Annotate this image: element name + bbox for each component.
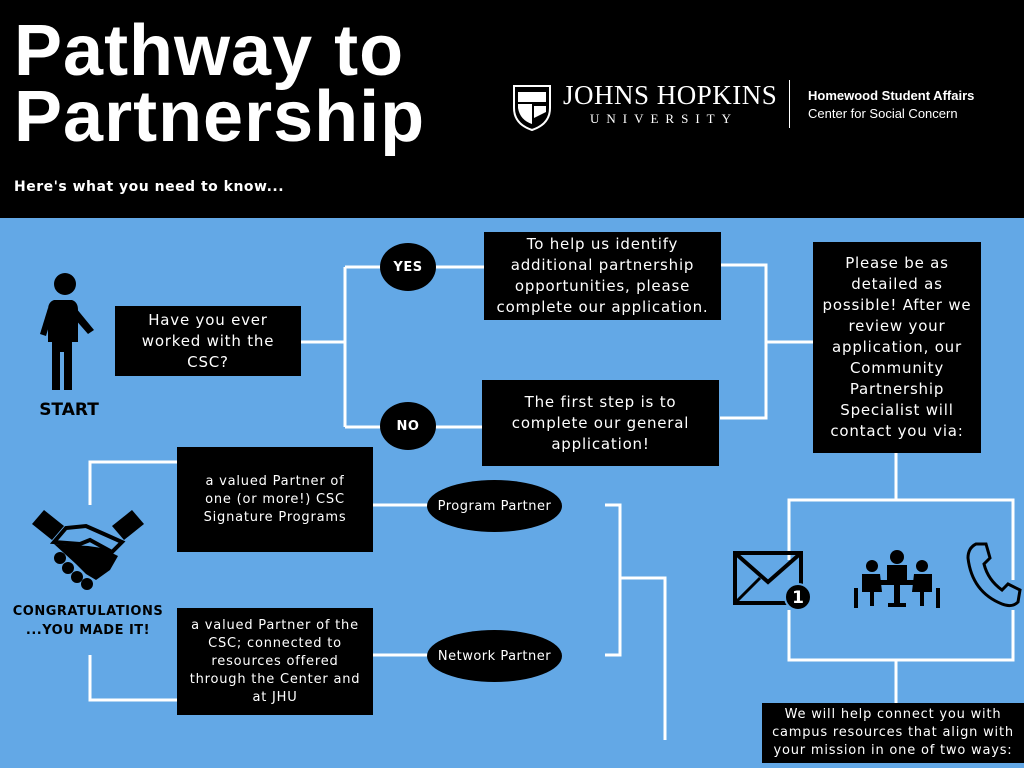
jhu-shield-icon (513, 85, 551, 132)
dept-name: Homewood Student Affairs (808, 88, 975, 103)
mail-badge: 1 (792, 588, 804, 608)
detail-text-box: Please be as detailed as possible! After… (813, 242, 981, 453)
page-title: Pathway to Partnership (14, 11, 426, 157)
question-box: Have you ever worked with the CSC? (115, 306, 301, 376)
meeting-icon (854, 550, 940, 608)
header: Pathway to Partnership Here's what you n… (0, 0, 1024, 218)
center-name: Center for Social Concern (808, 106, 958, 121)
congrats-label: CONGRATULATIONS ...YOU MADE IT! (0, 602, 176, 640)
congrats-line-2: ...YOU MADE IT! (25, 623, 151, 638)
university-sub: UNIVERSITY (590, 111, 738, 126)
envelope-icon: 1 (733, 551, 812, 611)
yes-text-box: To help us identify additional partnersh… (484, 232, 721, 320)
logo-divider (789, 80, 790, 128)
title-line-1: Pathway to (14, 11, 405, 91)
no-text-box: The first step is to complete our genera… (482, 380, 719, 466)
no-oval: NO (380, 402, 436, 450)
network-partner-oval: Network Partner (427, 630, 562, 682)
congrats-line-1: CONGRATULATIONS (12, 604, 164, 619)
start-label: START (39, 400, 99, 420)
handshake-icon (32, 510, 144, 590)
network-text-box: a valued Partner of the CSC; connected t… (177, 608, 373, 715)
program-text-box: a valued Partner of one (or more!) CSC S… (177, 447, 373, 552)
phone-icon (966, 542, 1022, 608)
university-name: Johns Hopkins (563, 80, 778, 110)
subtitle: Here's what you need to know... (14, 179, 285, 195)
title-line-2: Partnership (14, 77, 426, 157)
program-partner-oval: Program Partner (427, 480, 562, 532)
connect-text-box: We will help connect you with campus res… (762, 703, 1024, 763)
yes-oval: YES (380, 243, 436, 291)
walking-person-icon (40, 273, 94, 390)
